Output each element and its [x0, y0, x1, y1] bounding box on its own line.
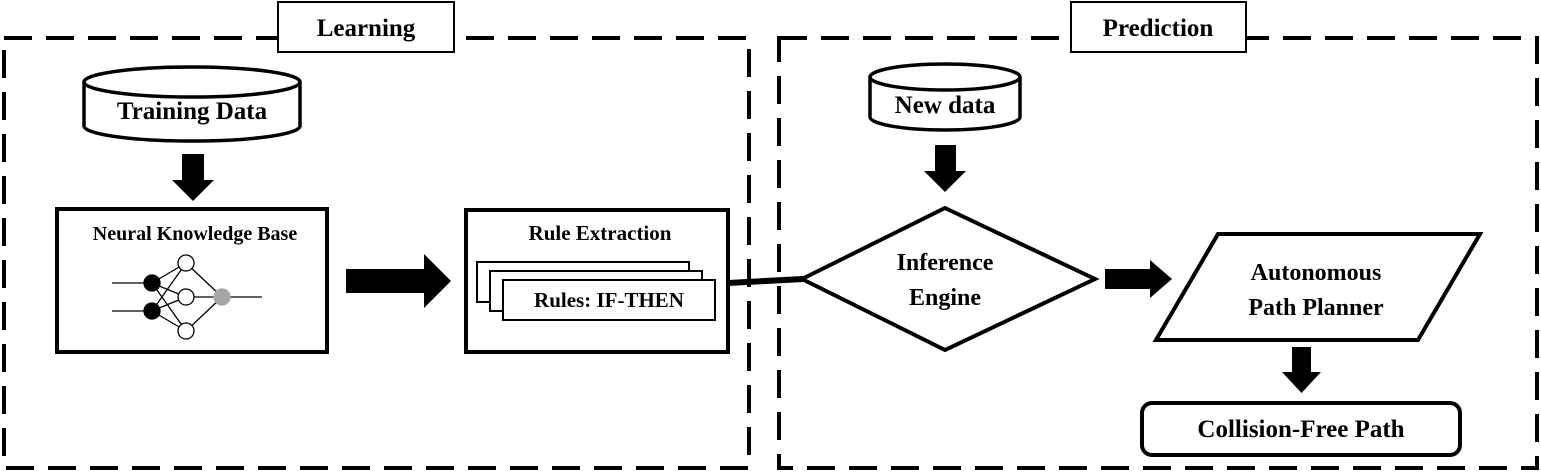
collision-free-path-label: Collision-Free Path [1197, 416, 1404, 443]
training-data-label: Training Data [117, 98, 268, 125]
prediction-title-box: Prediction [1070, 1, 1247, 53]
collision-free-path-box: Collision-Free Path [1140, 401, 1462, 457]
neural-network-icon [112, 254, 262, 340]
arrow-down-icon [172, 154, 214, 201]
arrow-down-icon [924, 145, 966, 192]
learning-title: Learning [317, 15, 416, 42]
rule-extraction-label: Rule Extraction [529, 221, 672, 245]
prediction-title: Prediction [1103, 15, 1214, 42]
inference-engine-label-line1: Inference [897, 250, 994, 276]
path-planner-parallelogram: Autonomous Path Planner [1152, 232, 1484, 342]
arrow-right-icon [346, 254, 451, 308]
arrow-down-icon [1282, 347, 1321, 393]
inference-engine-label-line2: Engine [909, 285, 981, 311]
new-data-label: New data [895, 92, 996, 119]
arrow-right-icon [1105, 260, 1172, 298]
path-planner-label-line1: Autonomous [1251, 260, 1382, 286]
neural-knowledge-base-box: Neural Knowledge Base [55, 207, 329, 354]
rule-extraction-box: Rule Extraction Rules: IF-THEN [464, 208, 730, 354]
neural-knowledge-base-label: Neural Knowledge Base [93, 223, 298, 245]
connector-line [727, 276, 804, 286]
inference-engine-diamond: Inference Engine [797, 205, 1100, 353]
rules-card-front [502, 279, 716, 321]
learning-title-box: Learning [277, 1, 455, 53]
rules-label: Rules: IF-THEN [534, 288, 684, 312]
training-data-cylinder: Training Data [82, 65, 302, 143]
new-data-cylinder: New data [868, 62, 1022, 132]
path-planner-label-line2: Path Planner [1248, 295, 1384, 321]
